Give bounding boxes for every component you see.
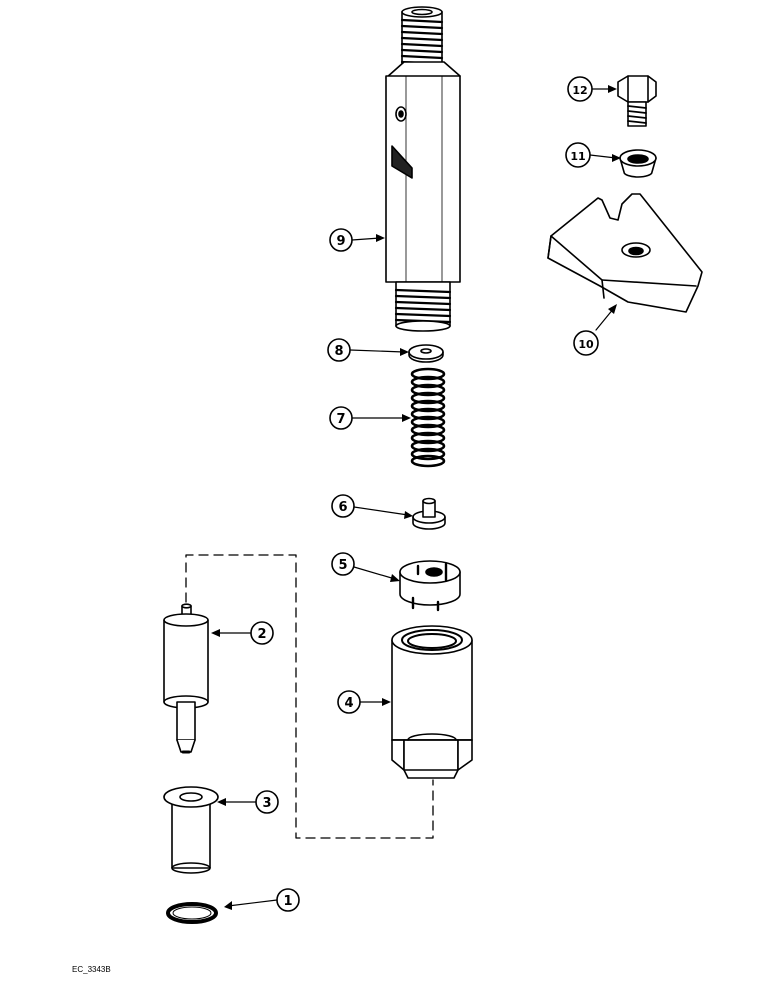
callout-11-label: 11 xyxy=(570,150,585,163)
callout-8: 8 xyxy=(327,338,351,362)
callout-2: 2 xyxy=(250,621,274,645)
callout-6: 6 xyxy=(331,494,355,518)
figure-reference-code: EC_3343B xyxy=(72,965,111,974)
callout-4-label: 4 xyxy=(344,696,353,711)
callout-3-label: 3 xyxy=(262,796,271,811)
leader-4 xyxy=(359,698,391,706)
sleeve xyxy=(163,786,219,874)
callout-8-label: 8 xyxy=(334,344,343,359)
clamp xyxy=(547,193,703,313)
leader-12 xyxy=(591,85,617,93)
injector-body xyxy=(385,6,461,332)
callout-9: 9 xyxy=(329,228,353,252)
leader-11 xyxy=(589,154,621,162)
leader-6 xyxy=(353,506,413,519)
spring-seat xyxy=(412,497,446,530)
callout-5-label: 5 xyxy=(338,558,347,573)
callout-6-label: 6 xyxy=(338,500,347,515)
callout-12-label: 12 xyxy=(572,84,587,97)
callout-11: 11 xyxy=(565,142,591,168)
spherical-washer xyxy=(619,149,657,178)
callout-1: 1 xyxy=(276,888,300,912)
callout-7: 7 xyxy=(329,406,353,430)
spring xyxy=(410,367,446,468)
leader-3 xyxy=(217,798,257,806)
leader-arrows xyxy=(211,85,621,910)
callout-5: 5 xyxy=(331,552,355,576)
nozzle xyxy=(163,603,209,754)
callout-10: 10 xyxy=(573,330,599,356)
bolt xyxy=(617,75,657,127)
callout-12: 12 xyxy=(567,76,593,102)
shim-washer xyxy=(408,344,444,363)
leader-8 xyxy=(349,348,409,356)
callout-7-label: 7 xyxy=(336,412,345,427)
leader-9 xyxy=(351,234,385,242)
callout-4: 4 xyxy=(337,690,361,714)
callout-9-label: 9 xyxy=(336,234,345,249)
leader-10 xyxy=(595,304,617,331)
assembly-dashed-line xyxy=(185,554,434,839)
callout-2-label: 2 xyxy=(257,627,266,642)
callout-10-label: 10 xyxy=(578,338,594,351)
leader-2 xyxy=(211,629,252,637)
leader-7 xyxy=(351,414,411,422)
callout-1-label: 1 xyxy=(283,894,292,909)
o-ring xyxy=(166,902,218,924)
nozzle-nut xyxy=(391,625,473,779)
leader-1 xyxy=(224,899,278,910)
leader-5 xyxy=(353,566,400,582)
callouts: 1 2 3 4 5 6 7 8 xyxy=(250,76,599,912)
spacer-plate xyxy=(399,560,461,612)
callout-3: 3 xyxy=(255,790,279,814)
